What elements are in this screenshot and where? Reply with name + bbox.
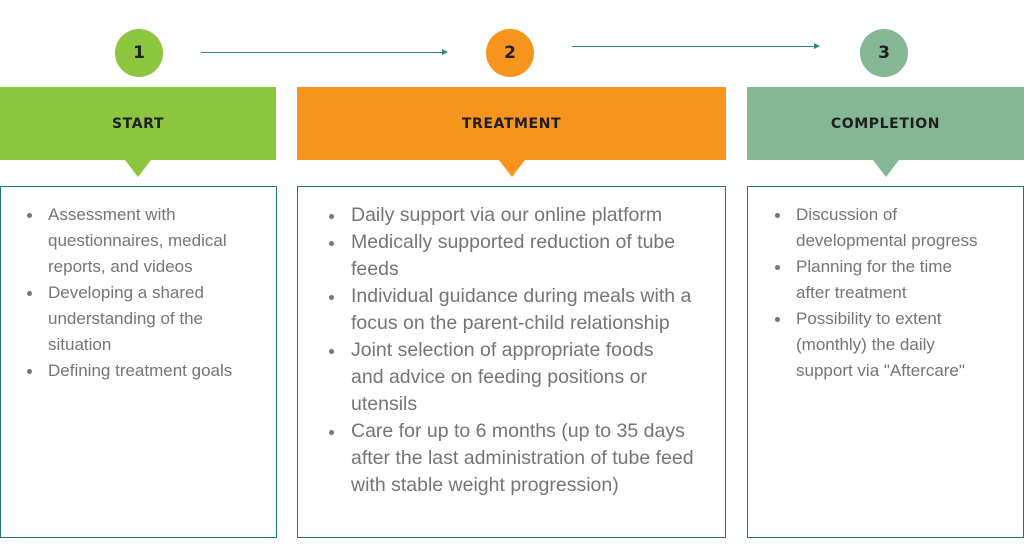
start-header-pointer: [125, 160, 151, 177]
treatment-header: TREATMENT: [297, 87, 726, 177]
arrow-step-2-to-3: [572, 43, 820, 49]
list-item: Assessment with questionnaires, medical …: [1, 202, 276, 280]
step-1-number: 1: [133, 43, 145, 63]
completion-panel: Discussion of developmental progress Pla…: [747, 186, 1024, 538]
treatment-header-title: TREATMENT: [461, 115, 562, 132]
list-item: Planning for the time after treatment: [748, 254, 1023, 306]
completion-header: COMPLETION: [747, 87, 1024, 177]
treatment-list: Daily support via our online platform Me…: [298, 202, 725, 499]
treatment-panel: Daily support via our online platform Me…: [297, 186, 726, 538]
list-item: Care for up to 6 months (up to 35 days a…: [298, 418, 725, 499]
start-list: Assessment with questionnaires, medical …: [1, 202, 276, 384]
step-1-circle: 1: [115, 29, 163, 77]
step-2-number: 2: [504, 43, 516, 63]
treatment-header-pointer: [498, 160, 525, 177]
step-3-number: 3: [878, 43, 890, 63]
start-panel: Assessment with questionnaires, medical …: [0, 186, 277, 538]
list-item: Discussion of developmental progress: [748, 202, 1023, 254]
start-header-title: START: [111, 115, 165, 132]
step-2-circle: 2: [486, 29, 534, 77]
arrow-step-1-to-2: [201, 49, 448, 55]
completion-list: Discussion of developmental progress Pla…: [748, 202, 1023, 384]
list-item: Individual guidance during meals with a …: [298, 283, 725, 337]
completion-header-title: COMPLETION: [830, 115, 941, 132]
start-header: START: [0, 87, 276, 177]
list-item: Defining treatment goals: [1, 358, 276, 384]
list-item: Developing a shared understanding of the…: [1, 280, 276, 358]
list-item: Daily support via our online platform: [298, 202, 725, 229]
list-item: Possibility to extent (monthly) the dail…: [748, 306, 1023, 384]
list-item: Medically supported reduction of tube fe…: [298, 229, 725, 283]
list-item: Joint selection of appropriate foods and…: [298, 337, 725, 418]
step-3-circle: 3: [860, 29, 908, 77]
completion-header-pointer: [872, 160, 899, 177]
